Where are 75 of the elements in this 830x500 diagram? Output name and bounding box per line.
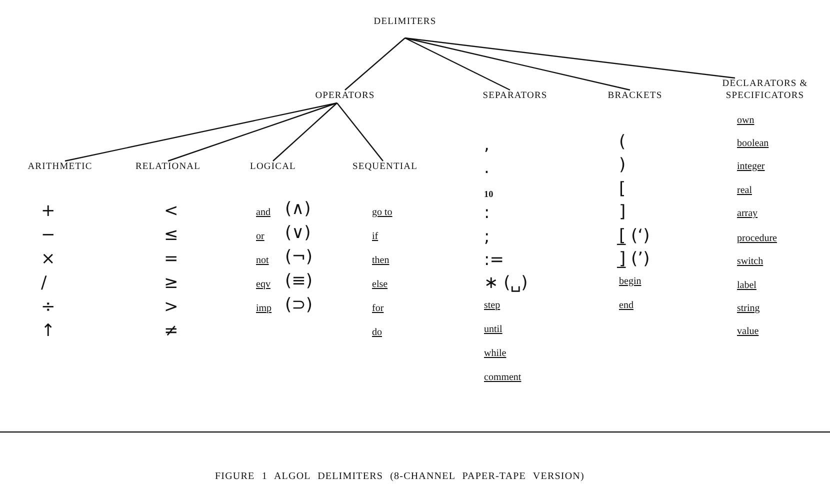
tree-line (404, 37, 510, 91)
delimiter-keyword: and (256, 206, 270, 219)
delimiter-keyword: value (737, 325, 759, 338)
delimiter-keyword: end (619, 299, 634, 312)
delimiter-symbol: := (484, 251, 504, 269)
delimiter-keyword: begin (619, 275, 642, 288)
delimiter-keyword: string (737, 302, 760, 315)
delimiter-symbol: ]̲ (’) (619, 250, 650, 268)
category-heading: DELIMITERS (365, 16, 445, 28)
delimiter-symbol: . (484, 159, 490, 177)
delimiter-symbol: + (41, 202, 56, 220)
delimiter-keyword: integer (737, 160, 765, 173)
delimiter-keyword: own (737, 114, 754, 127)
delimiter-symbol: / (41, 274, 47, 292)
delimiter-symbol: ] (619, 203, 626, 221)
delimiter-symbol: ÷ (41, 298, 56, 316)
delimiter-keyword: 10 (484, 188, 494, 202)
delimiter-symbol: (≡) (285, 272, 313, 290)
tree-line (404, 37, 736, 79)
delimiter-keyword: label (737, 279, 756, 292)
delimiter-symbol: ) (619, 156, 626, 174)
category-heading: LOGICAL (245, 161, 301, 173)
delimiter-keyword: boolean (737, 137, 769, 150)
delimiter-keyword: switch (737, 255, 764, 268)
delimiter-keyword: array (737, 207, 758, 220)
delimiter-keyword: do (372, 326, 382, 339)
tree-line (64, 102, 338, 162)
delimiter-symbol: × (41, 250, 56, 268)
delimiter-symbol: ( (619, 133, 626, 151)
delimiter-symbol: , (484, 136, 490, 154)
tree-line (336, 102, 384, 162)
delimiter-symbol: [̲ (‘) (619, 227, 650, 245)
delimiter-symbol: (∨) (285, 224, 311, 242)
delimiter-keyword: if (372, 230, 378, 243)
tree-line (168, 102, 338, 162)
delimiter-keyword: or (256, 230, 264, 243)
delimiter-symbol: ; (484, 228, 490, 246)
delimiter-keyword: eqv (256, 278, 270, 291)
delimiter-symbol: ∗ (␣) (484, 274, 528, 292)
delimiter-symbol: : (484, 204, 490, 222)
delimiter-symbol: ≤ (164, 226, 178, 244)
delimiter-keyword: real (737, 184, 752, 197)
category-heading: RELATIONAL (128, 161, 208, 173)
delimiter-keyword: else (372, 278, 388, 291)
delimiter-keyword: step (484, 299, 500, 312)
delimiter-symbol: = (164, 250, 178, 268)
delimiter-keyword: imp (256, 302, 272, 315)
delimiter-symbol: ≠ (164, 322, 178, 340)
tree-line (344, 38, 406, 90)
delimiter-keyword: go to (372, 206, 392, 219)
tree-line (404, 37, 630, 91)
delimiter-symbol: [ (619, 180, 626, 198)
category-heading: SEPARATORS (470, 90, 560, 102)
delimiter-keyword: not (256, 254, 269, 267)
category-heading: ARITHMETIC (20, 161, 100, 173)
delimiter-keyword: for (372, 302, 384, 315)
category-heading: OPERATORS (305, 90, 385, 102)
delimiter-symbol: (∧) (285, 200, 311, 218)
category-heading: BRACKETS (598, 90, 672, 102)
tree-line (272, 102, 338, 162)
delimiter-symbol: > (164, 298, 178, 316)
delimiter-symbol: (⊃) (285, 296, 313, 314)
delimiter-symbol: (¬) (285, 248, 313, 266)
delimiter-symbol: ≥ (164, 274, 178, 292)
category-heading: SEQUENTIAL (345, 161, 425, 173)
delimiter-keyword: then (372, 254, 390, 267)
delimiter-symbol: ↑ (41, 322, 56, 340)
delimiter-symbol: − (41, 226, 56, 244)
delimiter-keyword: while (484, 347, 506, 360)
delimiter-keyword: procedure (737, 232, 777, 245)
delimiter-keyword: until (484, 323, 502, 336)
delimiter-symbol: < (164, 202, 178, 220)
delimiter-keyword: comment (484, 371, 522, 384)
category-heading: DECLARATORS & SPECIFICATORS (700, 78, 830, 102)
figure-caption: FIGURE 1 ALGOL DELIMITERS (8-CHANNEL PAPER-TAPE VERSION) (215, 471, 584, 482)
